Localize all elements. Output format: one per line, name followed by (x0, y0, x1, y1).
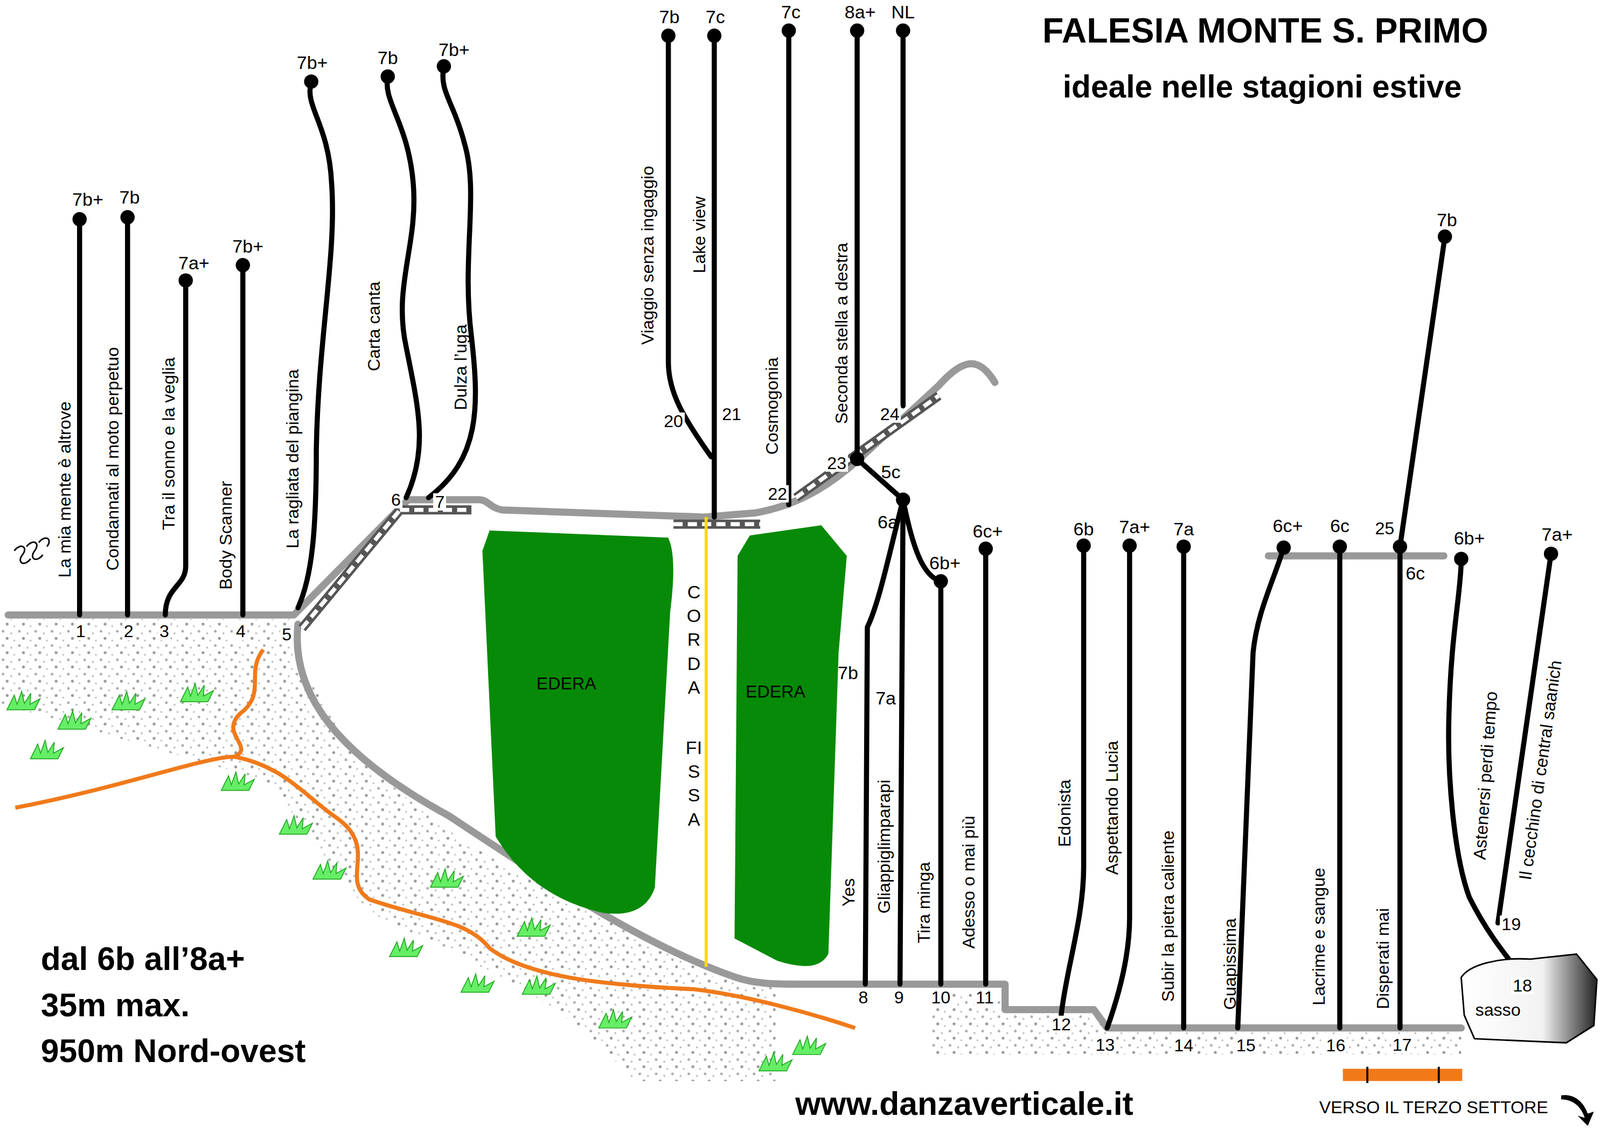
callout-number: 24 (878, 405, 902, 423)
info-note: 35m max. (40, 986, 190, 1024)
route-name: Aspettando Lucia (1102, 741, 1122, 876)
grade: 6c (1405, 563, 1425, 584)
grade: 7b (1436, 210, 1458, 231)
direction-note: VERSO IL TERZO SETTORE (1319, 1098, 1549, 1118)
grade: 6c+ (1272, 516, 1303, 538)
callout-number: 17 (1390, 1035, 1414, 1054)
boulder-shape (1455, 949, 1600, 1050)
ivy-area: EDERA (477, 520, 682, 924)
grade: 7a+ (178, 253, 210, 274)
route-name: Viaggio senza ingaggio (638, 165, 658, 345)
callout-number: 21 (720, 405, 743, 423)
callout-number: 5 (280, 625, 294, 644)
route-name: Subir la pietra caliente (1158, 830, 1178, 1003)
callout-number: 9 (892, 989, 906, 1007)
route-name: Cosmogonia (762, 357, 782, 456)
grade: 7a (1173, 519, 1194, 540)
route-name: Gliappiglimparapi (874, 780, 894, 915)
callout-number: 22 (766, 485, 789, 503)
route-name: Dulza l’uga (451, 324, 471, 410)
route-name: Disperati mai (1374, 908, 1394, 1011)
grade: 7b+ (296, 53, 329, 74)
grade: 6b+ (929, 553, 961, 574)
grade: 6c+ (972, 521, 1004, 542)
grade: 6b+ (1454, 528, 1486, 549)
callout-number: 4 (234, 622, 248, 640)
callout-number: 20 (662, 412, 685, 430)
callout-number: 16 (1324, 1037, 1348, 1055)
grade: 7c (781, 2, 801, 23)
callout-number: 25 (1373, 519, 1396, 538)
ivy-area: EDERA (729, 518, 852, 978)
grade: 7b+ (72, 190, 104, 211)
grade: 6a (877, 512, 899, 533)
callout-number: 1 (74, 622, 88, 640)
route-name: Il cecchino di central saanich (1515, 659, 1566, 882)
grade: NL (891, 2, 916, 23)
callout-number: 6 (389, 491, 403, 509)
grade: 7b+ (232, 237, 264, 258)
route-name: Yes (839, 878, 859, 908)
callout-number: 19 (1499, 915, 1523, 934)
route-name: Astenersi perdi tempo (1470, 690, 1501, 861)
route-name: La ragliata del piangina (283, 369, 303, 549)
grade: 7a+ (1118, 517, 1151, 539)
route-name: Tra il sonno e la veglia (160, 357, 179, 531)
info-note: dal 6b all’8a+ (40, 941, 246, 978)
route-name: Seconda stella a destra (832, 242, 852, 424)
node-label: EDERA (536, 673, 597, 694)
grade: 6c (1330, 516, 1350, 538)
node-label: EDERA (745, 682, 806, 702)
callout-number: 3 (157, 622, 171, 640)
grade: 7b (377, 47, 399, 69)
callout-number: 7 (433, 493, 447, 511)
route-name: Lacrime e sangue (1309, 867, 1329, 1006)
callout-number: 2 (122, 622, 136, 640)
callout-number: 13 (1093, 1035, 1117, 1054)
title: FALESIA MONTE S. PRIMO (1042, 11, 1489, 50)
fixed-rope-label: CORDA (684, 580, 704, 700)
callout-number: 10 (929, 989, 952, 1007)
subtitle: ideale nelle stagioni estive (1062, 69, 1463, 105)
node-label: sasso (1475, 1000, 1521, 1021)
ivy-area-shape (729, 518, 852, 978)
callout-number: 8 (856, 989, 870, 1007)
grade: 7a (875, 689, 896, 710)
grade: 8a+ (844, 2, 876, 23)
grade: 7b+ (438, 39, 470, 61)
route-name: Guapissima (1221, 918, 1241, 1011)
grade: 7c (705, 7, 726, 28)
grade: 7b (119, 188, 141, 209)
grade: 7a+ (1541, 524, 1574, 546)
route-name: Adesso o mai più (960, 816, 979, 950)
grade: 5c (881, 462, 901, 483)
callout-number: 23 (825, 454, 848, 472)
boulder: sasso (1455, 949, 1600, 1050)
grade: 6b (1073, 519, 1095, 540)
route-name: Lake view (690, 196, 710, 274)
route-name: Carta canta (364, 281, 384, 372)
callout-number: 18 (1511, 977, 1534, 995)
info-note: 950m Nord-ovest (40, 1033, 306, 1070)
route-name: Condannati al moto perpetuo (103, 347, 123, 572)
callout-number: 11 (974, 989, 996, 1007)
fixed-rope-label: FISSA (684, 735, 704, 832)
route-name: Body Scanner (217, 481, 236, 590)
route-name: Tira minga (914, 862, 934, 944)
callout-number: 12 (1049, 1016, 1073, 1034)
grade: 7b (659, 7, 680, 28)
callout-number: 15 (1234, 1037, 1258, 1055)
grade: 7b (837, 663, 859, 684)
route-name: Edonista (1055, 779, 1075, 847)
callout-number: 14 (1172, 1037, 1195, 1055)
website: www.danzaverticale.it (795, 1086, 1134, 1123)
route-name: La mia mente è altrove (56, 401, 75, 578)
ivy-area-shape (477, 520, 682, 924)
